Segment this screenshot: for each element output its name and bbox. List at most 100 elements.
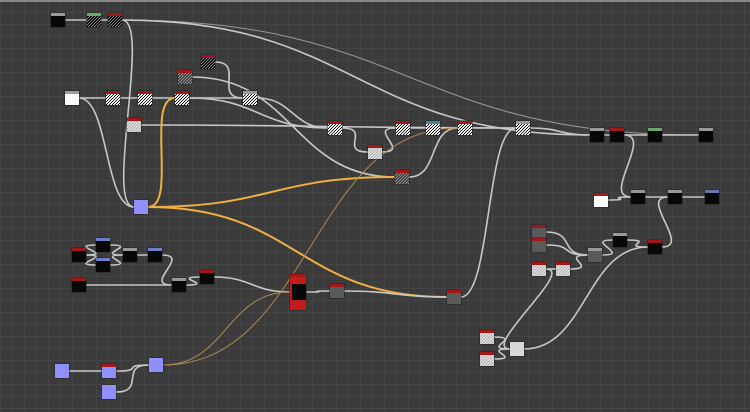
graph-node-y[interactable] (589, 127, 605, 143)
graph-node-G[interactable] (71, 247, 87, 263)
graph-node-z[interactable] (609, 127, 625, 143)
graph-node-e[interactable] (105, 90, 121, 106)
graph-node-O[interactable] (171, 277, 187, 293)
link-d-x[interactable] (78, 97, 135, 208)
link-G-I[interactable] (85, 244, 97, 256)
graph-node-i[interactable] (177, 69, 193, 85)
graph-node-K[interactable] (122, 247, 138, 263)
link-a2-c2[interactable] (493, 336, 511, 350)
node-thumbnail (328, 121, 342, 135)
graph-node-u[interactable] (457, 120, 473, 136)
graph-node-P[interactable] (199, 269, 215, 285)
link-I-K[interactable] (109, 244, 124, 256)
graph-node-B[interactable] (698, 127, 714, 143)
graph-node-k[interactable] (242, 90, 258, 106)
node-header (516, 121, 530, 124)
link-V-c2[interactable] (503, 268, 553, 350)
graph-node-a2[interactable] (479, 329, 495, 345)
link-i-w[interactable] (191, 76, 396, 178)
graph-node-h[interactable] (174, 90, 190, 106)
link-o-q[interactable] (381, 127, 397, 153)
link-C-D[interactable] (607, 196, 632, 201)
node-header (51, 13, 65, 16)
graph-node-A[interactable] (647, 127, 663, 143)
link-x-h[interactable] (147, 97, 176, 208)
graph-node-D[interactable] (630, 189, 646, 205)
graph-node-b2[interactable] (479, 351, 495, 367)
link-T-X[interactable] (545, 231, 589, 256)
link-f2-g2[interactable] (115, 364, 150, 393)
graph-node-Y[interactable] (612, 232, 628, 248)
link-Z-E[interactable] (657, 196, 673, 248)
graph-node-m[interactable] (327, 120, 343, 136)
graph-node-w[interactable] (394, 169, 410, 185)
graph-node-J[interactable] (95, 257, 111, 273)
graph-node-o[interactable] (367, 144, 383, 160)
graph-node-x[interactable] (133, 199, 149, 215)
graph-node-f[interactable] (137, 90, 153, 106)
graph-node-f2[interactable] (101, 384, 117, 400)
graph-node-W[interactable] (555, 261, 571, 277)
graph-node-S[interactable] (446, 289, 462, 305)
graph-node-E[interactable] (667, 189, 683, 205)
node-thumbnail (613, 233, 627, 247)
graph-node-b[interactable] (86, 12, 102, 28)
graph-node-c[interactable] (107, 12, 123, 28)
graph-node-I[interactable] (95, 237, 111, 253)
graph-node-g2[interactable] (148, 357, 164, 373)
graph-node-V[interactable] (531, 261, 547, 277)
link-G-J[interactable] (85, 254, 97, 266)
graph-node-L[interactable] (147, 247, 163, 263)
link-P-Q[interactable] (213, 276, 291, 293)
graph-node-Q[interactable] (289, 273, 307, 311)
graph-node-d2[interactable] (54, 363, 70, 379)
graph-node-e2[interactable] (101, 363, 117, 379)
node-header (96, 238, 110, 241)
link-w-u[interactable] (408, 127, 459, 178)
graph-node-c2[interactable] (509, 341, 525, 357)
graph-node-C[interactable] (593, 192, 609, 208)
link-g2-u[interactable] (162, 127, 459, 366)
node-thumbnail (368, 145, 382, 159)
link-U-X[interactable] (545, 244, 589, 256)
graph-node-X[interactable] (587, 247, 603, 263)
graph-node-F[interactable] (704, 189, 720, 205)
node-thumbnail (588, 248, 602, 262)
link-c2-Z[interactable] (523, 246, 649, 350)
link-j-k[interactable] (214, 61, 244, 99)
node-header (668, 190, 682, 193)
link-Q-R[interactable] (305, 290, 331, 293)
link-z-D[interactable] (620, 134, 635, 198)
graph-node-U[interactable] (531, 237, 547, 253)
link-c-y[interactable] (121, 19, 591, 136)
link-J-K[interactable] (109, 254, 124, 266)
node-header (556, 262, 570, 265)
link-g2-Q[interactable] (162, 291, 291, 366)
graph-node-s[interactable] (425, 120, 441, 136)
link-L-O[interactable] (161, 254, 173, 286)
link-c-x[interactable] (121, 19, 135, 208)
link-X-Y[interactable] (601, 239, 614, 256)
link-O-P[interactable] (185, 276, 201, 286)
graph-node-Z[interactable] (647, 239, 663, 255)
graph-node-q[interactable] (395, 120, 411, 136)
link-W-X[interactable] (569, 254, 589, 270)
graph-node-l[interactable] (126, 117, 142, 133)
graph-node-a[interactable] (50, 12, 66, 28)
link-R-S[interactable] (343, 290, 448, 298)
link-x-S[interactable] (147, 206, 448, 298)
graph-node-v[interactable] (515, 120, 531, 136)
graph-node-d[interactable] (64, 90, 80, 106)
link-S-v[interactable] (460, 127, 517, 298)
node-thumbnail (556, 262, 570, 276)
graph-node-R[interactable] (329, 283, 345, 299)
graph-node-M[interactable] (71, 277, 87, 293)
graph-node-j[interactable] (200, 54, 216, 70)
link-m-o[interactable] (341, 127, 369, 153)
link-b2-c2[interactable] (493, 348, 511, 360)
link-Y-Z[interactable] (626, 239, 649, 248)
graph-node-T[interactable] (531, 224, 547, 240)
link-x-w[interactable] (147, 176, 396, 208)
